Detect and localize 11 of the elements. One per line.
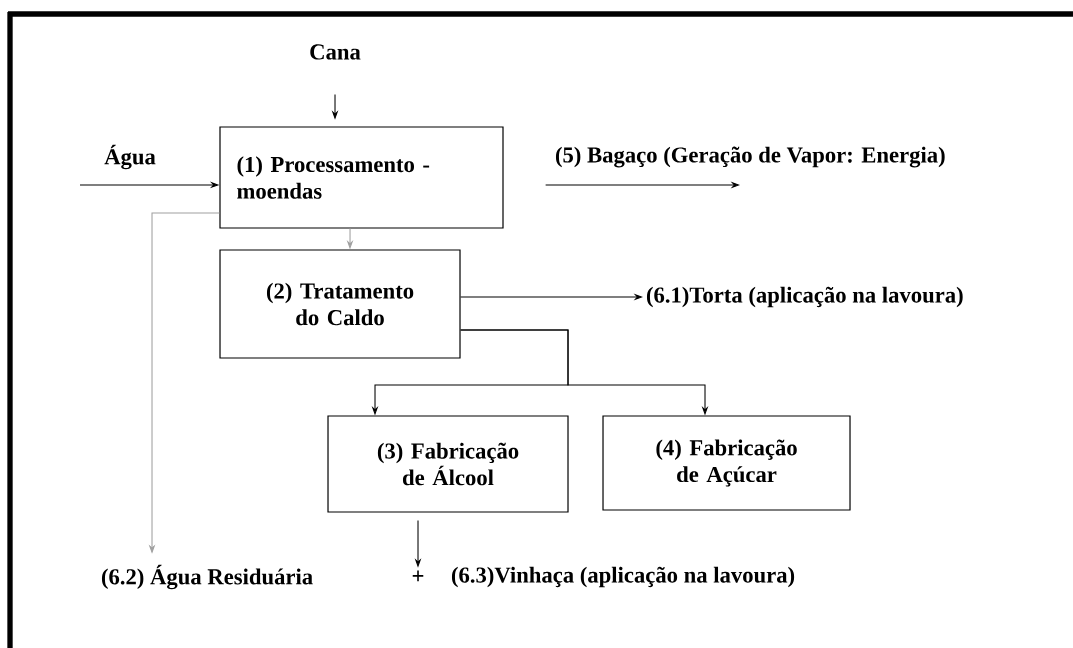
process-box: (1) Processamento - moendas	[219, 126, 504, 229]
output-label: +	[412, 570, 424, 582]
process-box: (4) Fabricação de Açúcar	[602, 415, 851, 511]
process-box: (3) Fabricação de Álcool	[327, 415, 569, 513]
output-label: (6.3)Vinhaça (aplicação na lavoura)	[451, 566, 795, 588]
output-label: (6.2) Água Residuária	[101, 564, 313, 590]
output-label: (6.1)Torta (aplicação na lavoura)	[646, 286, 963, 308]
process-box: (2) Tratamento do Caldo	[219, 249, 461, 359]
edge-label: (5) Bagaço (Geração de Vapor: Energia)	[552, 143, 949, 171]
output-label: Cana	[310, 44, 361, 60]
edge-label: Água	[101, 142, 159, 172]
